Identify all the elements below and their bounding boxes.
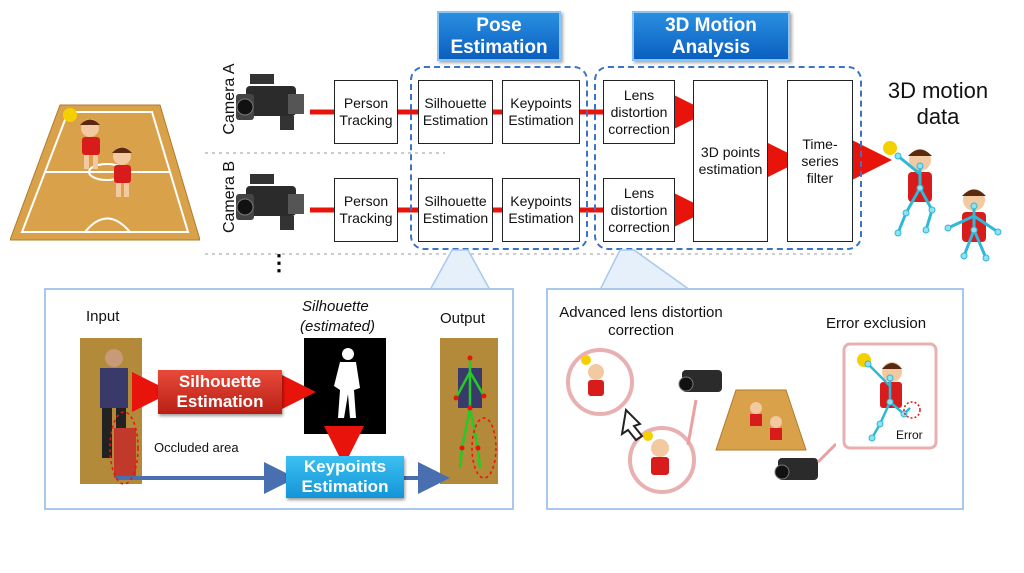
court-illustration: [10, 104, 200, 241]
output-keypoints-image: [440, 338, 498, 484]
time-series-filter: Time-series filter: [787, 80, 853, 242]
callout-lines: [428, 249, 693, 291]
pipeline-connectors: [310, 92, 892, 230]
lens-correction-illustration: [566, 348, 836, 494]
lens-correction-b: Lens distortion correction: [603, 178, 675, 242]
error-label: Error: [896, 428, 923, 442]
silhouette-image: [304, 338, 386, 434]
camera-a-icon: [236, 74, 304, 130]
keypoints-estimation-step: Keypoints Estimation: [286, 456, 404, 498]
motion-analysis-header: 3D Motion Analysis: [632, 11, 790, 61]
3d-motion-figures: [883, 141, 1002, 262]
3d-motion-data-label: 3D motion data: [887, 78, 989, 129]
left-panel-arrows: [109, 372, 450, 494]
advanced-lens-title: Advanced lens distortion correction: [559, 304, 723, 339]
output-label: Output: [440, 310, 486, 327]
silhouette-subtitle: (estimated): [300, 318, 376, 335]
person-tracking-a: Person Tracking: [334, 80, 398, 144]
silhouette-estimation-a: Silhouette Estimation: [418, 80, 493, 144]
row-separators: [205, 152, 855, 255]
silhouette-title: Silhouette: [302, 298, 369, 315]
input-label: Input: [86, 308, 120, 325]
keypoints-estimation-a: Keypoints Estimation: [502, 80, 580, 144]
input-player-image: [80, 338, 142, 484]
error-exclusion-title: Error exclusion: [826, 315, 927, 332]
pose-estimation-group: [410, 66, 588, 250]
camera-b-icon: [236, 174, 304, 230]
person-tracking-b: Person Tracking: [334, 178, 398, 242]
silhouette-estimation-step: Silhouette Estimation: [158, 370, 282, 414]
keypoints-estimation-b: Keypoints Estimation: [502, 178, 580, 242]
pose-estimation-header: Pose Estimation: [437, 11, 561, 61]
error-exclusion-illustration: [842, 342, 938, 450]
lens-correction-a: Lens distortion correction: [603, 80, 675, 144]
silhouette-estimation-b: Silhouette Estimation: [418, 178, 493, 242]
more-cameras-ellipsis: ⋮: [268, 250, 290, 275]
motion-analysis-group: [594, 66, 862, 250]
occluded-area-label: Occluded area: [154, 440, 239, 455]
3d-points-estimation: 3D points estimation: [693, 80, 768, 242]
